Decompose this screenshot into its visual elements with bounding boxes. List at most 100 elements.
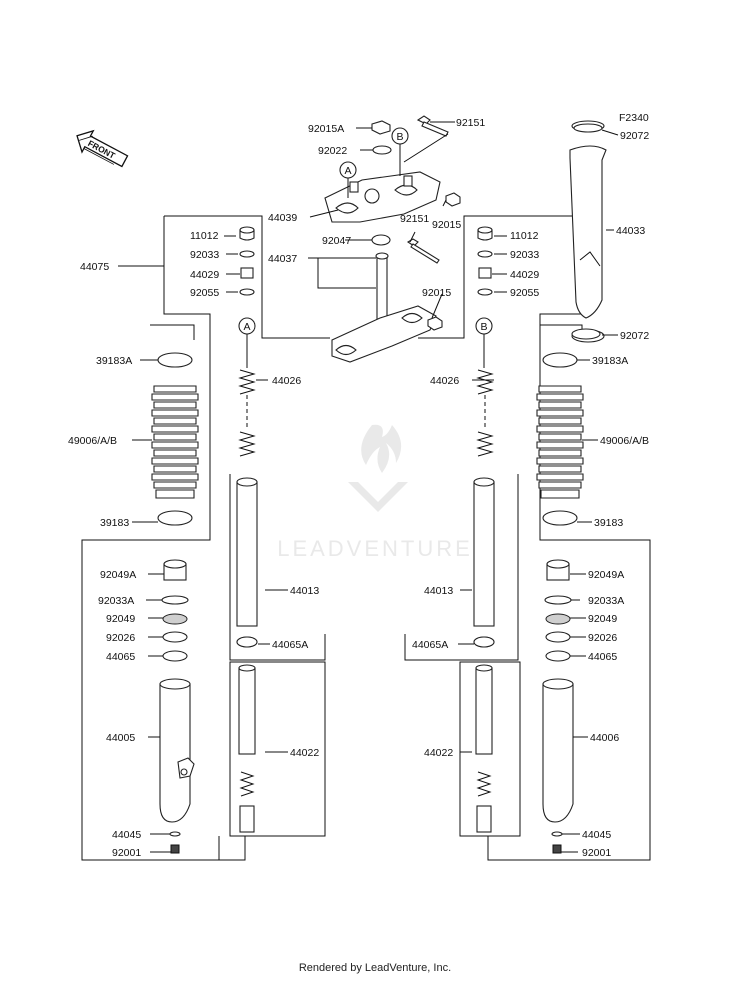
ref-b-top: B <box>396 131 403 143</box>
label-11012-right: 11012 <box>510 230 539 242</box>
label-49006-right: 49006/A/B <box>600 435 649 447</box>
outer-tube-44005 <box>159 678 195 823</box>
ref-a-left: A <box>243 321 250 333</box>
washer-92022 <box>372 145 392 155</box>
label-44013-left: 44013 <box>290 585 319 597</box>
right-inner-tube <box>473 477 495 648</box>
label-49006-left: 49006/A/B <box>68 435 117 447</box>
label-92049A-right: 92049A <box>588 569 624 581</box>
bolt-92151-mid <box>406 238 440 264</box>
label-92033A-left: 92033A <box>98 595 134 607</box>
label-44065A-left: 44065A <box>272 639 308 651</box>
left-damper <box>238 664 256 833</box>
label-44039: 44039 <box>268 212 297 224</box>
label-92026-left: 92026 <box>106 632 135 644</box>
collar-92047 <box>371 234 391 246</box>
label-44045-right: 44045 <box>582 829 611 841</box>
label-92033-left: 92033 <box>190 249 219 261</box>
left-cap-stack <box>239 226 255 296</box>
label-92151-mid: 92151 <box>400 213 429 225</box>
label-92055-left: 92055 <box>190 287 219 299</box>
outer-tube-44006 <box>542 678 574 823</box>
label-92033A-right: 92033A <box>588 595 624 607</box>
right-seal-stack <box>544 559 572 662</box>
right-bottom-outline <box>487 836 520 861</box>
label-39183-right: 39183 <box>594 517 623 529</box>
ref-b-right: B <box>480 321 487 333</box>
label-39183A-right: 39183A <box>592 355 628 367</box>
label-92049-left: 92049 <box>106 613 135 625</box>
figure-code: F2340 <box>619 112 649 124</box>
label-92001-left: 92001 <box>112 847 141 859</box>
left-spring <box>238 369 256 457</box>
label-44065-right: 44065 <box>588 651 617 663</box>
leader-lines <box>118 121 619 853</box>
left-fork-outline <box>81 216 219 861</box>
label-44065A-right: 44065A <box>412 639 448 651</box>
label-44022-left: 44022 <box>290 747 319 759</box>
label-92026-right: 92026 <box>588 632 617 644</box>
right-bottom-bolt <box>551 831 563 854</box>
label-92033-right: 92033 <box>510 249 539 261</box>
left-inner-tube <box>236 477 258 648</box>
label-92055-right: 92055 <box>510 287 539 299</box>
ref-leaders <box>246 144 485 368</box>
label-11012-left: 11012 <box>190 230 219 242</box>
label-92047: 92047 <box>322 235 351 247</box>
ref-a-top: A <box>344 165 351 177</box>
label-44005: 44005 <box>106 732 135 744</box>
left-boot <box>151 352 199 526</box>
label-92049A-left: 92049A <box>100 569 136 581</box>
right-cap-stack <box>477 226 493 296</box>
right-spring <box>476 369 494 457</box>
left-tube-outline <box>229 474 326 661</box>
upper-bracket <box>324 171 441 223</box>
label-44029-right: 44029 <box>510 269 539 281</box>
right-bushing-44065A <box>473 636 495 648</box>
label-44065-left: 44065 <box>106 651 135 663</box>
label-92072-top: 92072 <box>620 130 649 142</box>
right-boot <box>536 352 584 526</box>
front-arrow: FRONT <box>76 129 129 168</box>
left-bottom-outline <box>218 836 246 861</box>
label-44033: 44033 <box>616 225 645 237</box>
label-44026-left: 44026 <box>272 375 301 387</box>
watermark-text: LEADVENTURE <box>277 536 473 561</box>
label-39183A-left: 39183A <box>96 355 132 367</box>
label-44037: 44037 <box>268 253 297 265</box>
label-39183-left: 39183 <box>100 517 129 529</box>
label-44006: 44006 <box>590 732 619 744</box>
clamp-92072-bottom <box>571 328 601 340</box>
right-lower-outline <box>459 661 521 837</box>
label-92015A: 92015A <box>308 123 344 135</box>
label-44026-right: 44026 <box>430 375 459 387</box>
right-damper <box>475 664 493 833</box>
left-bushing-44065A <box>236 636 258 648</box>
watermark-logo <box>348 424 408 512</box>
label-92015-top: 92015 <box>432 219 461 231</box>
label-44045-left: 44045 <box>112 829 141 841</box>
label-92001-right: 92001 <box>582 847 611 859</box>
nut-92015A <box>371 120 391 135</box>
label-92049-right: 92049 <box>588 613 617 625</box>
footer-credit: Rendered by LeadVenture, Inc. <box>298 962 452 974</box>
nut-92015-top <box>445 192 461 207</box>
label-92015-mid: 92015 <box>422 287 451 299</box>
right-tube-outline <box>404 474 519 661</box>
label-44029-left: 44029 <box>190 269 219 281</box>
label-44075: 44075 <box>80 261 109 273</box>
stem-bracket <box>331 252 437 363</box>
label-44013-right: 44013 <box>424 585 453 597</box>
clamp-92072-top <box>573 123 603 133</box>
left-bottom-bolt <box>169 831 181 854</box>
left-boot-bracket <box>150 324 195 340</box>
label-44022-right: 44022 <box>424 747 453 759</box>
bolt-92151-top <box>416 115 449 137</box>
left-lower-outline <box>229 661 326 837</box>
left-fork-outline-inner <box>164 215 330 339</box>
left-seal-stack <box>161 559 189 662</box>
label-92151-top: 92151 <box>456 117 485 129</box>
fork-cover-44033 <box>569 120 607 343</box>
label-92072-bottom: 92072 <box>620 330 649 342</box>
